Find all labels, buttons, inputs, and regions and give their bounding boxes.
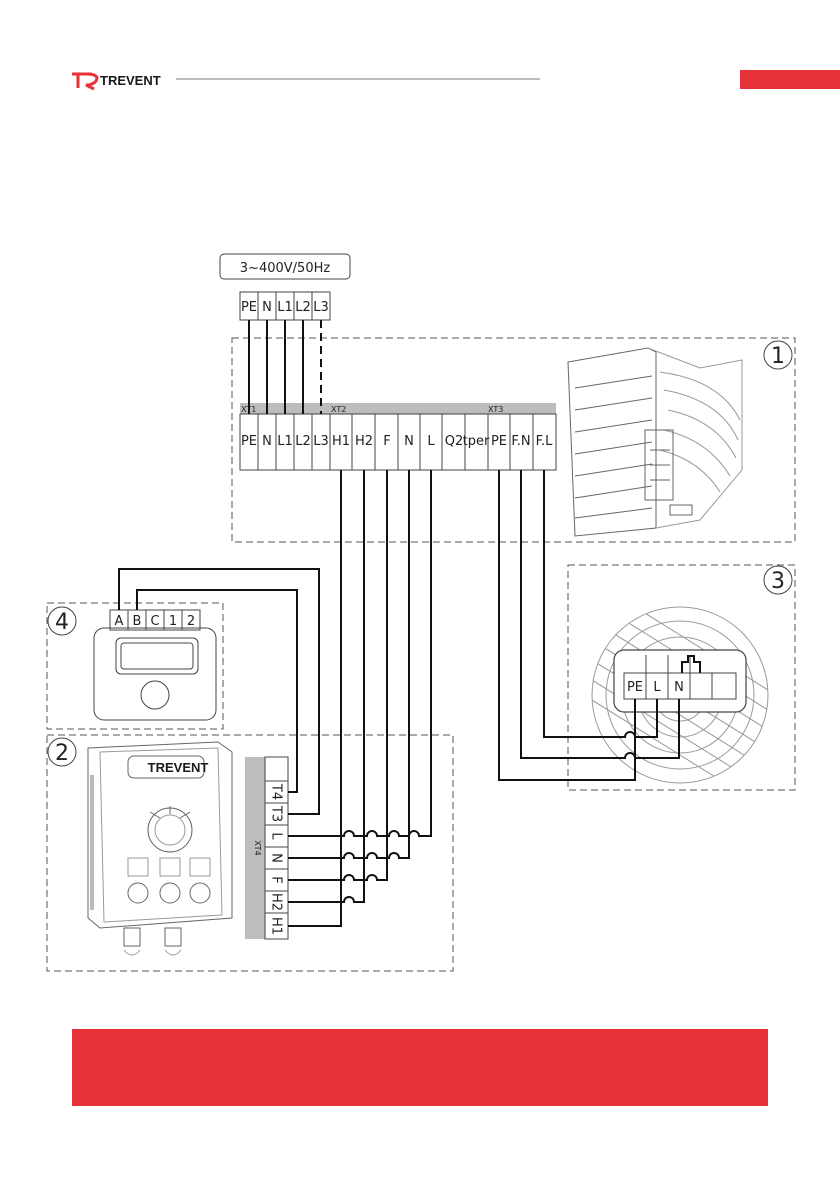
room-controller-terminal: 2: [187, 614, 195, 629]
control-box-brand: TREVENT: [148, 760, 209, 775]
xt1-terminal: L1: [277, 434, 293, 449]
fan-terminal: PE: [627, 680, 643, 695]
fan-terminal: L: [653, 680, 661, 695]
control-box-number: 2: [55, 741, 69, 766]
wire-f: [288, 470, 387, 880]
supply-label: 3~400V/50Hz: [240, 261, 331, 276]
xt2-terminal: H1: [332, 434, 350, 449]
supply-terminal: L1: [277, 300, 293, 315]
xt1-terminal: L2: [295, 434, 311, 449]
xt2-terminal: H2: [355, 434, 373, 449]
fan-terminal: N: [674, 680, 684, 695]
xt2-terminal: F: [383, 434, 390, 449]
xt2-terminal: N: [404, 434, 414, 449]
xt1-terminal: N: [262, 434, 272, 449]
supply-terminal: L2: [295, 300, 311, 315]
room-controller-number: 4: [55, 610, 69, 635]
xt2-terminal: L: [427, 434, 435, 449]
power-supply: 3~400V/50Hz PE N L1 L2 L3: [220, 254, 350, 320]
xt3-label: XT3: [488, 405, 503, 414]
xt3-terminal: PE: [491, 434, 507, 449]
room-controller-terminal: A: [115, 614, 124, 629]
extra-terminal: tper: [463, 434, 490, 449]
wire-n: [288, 470, 409, 858]
header-brand: TREVENT: [100, 73, 161, 88]
xt2-label: XT2: [331, 405, 346, 414]
xt4-terminal: T4: [269, 783, 284, 800]
wire-h2: [288, 470, 364, 902]
xt4-terminal: F: [269, 876, 284, 883]
xt3-terminal: F.L: [536, 434, 554, 449]
xt4-terminal: T3: [269, 805, 284, 822]
supply-terminal: N: [262, 300, 272, 315]
xt3-terminal: F.N: [511, 434, 530, 449]
wire-pe: [499, 470, 635, 780]
thermostat-icon: [94, 628, 216, 720]
header-accent-tab: [740, 70, 840, 89]
header: TREVENT: [72, 70, 840, 89]
xt4-terminal: L: [269, 832, 284, 840]
room-controller-terminal: 1: [169, 614, 177, 629]
xt4-terminal: H1: [269, 917, 284, 935]
fan-number: 3: [771, 569, 785, 594]
supply-terminal: PE: [241, 300, 257, 315]
footer-banner: [72, 1029, 768, 1106]
fan-section: 3 PE L N: [560, 560, 800, 830]
tr-logo-icon: [72, 74, 97, 89]
room-controller-section: 4 A B C 1 2: [47, 603, 223, 729]
xt4-terminal: N: [269, 853, 284, 863]
unit-section: 1 XT1 XT2 XT3 PE N L1 L2 L3 H1 H2 F N L …: [232, 338, 795, 542]
xt1-terminal: L3: [313, 434, 329, 449]
heater-unit-icon: [568, 348, 742, 536]
xt1-terminal: PE: [241, 434, 257, 449]
room-controller-terminal: B: [133, 614, 142, 629]
supply-terminal: L3: [313, 300, 329, 315]
extra-terminal: Q2: [445, 434, 464, 449]
unit-number: 1: [771, 344, 785, 369]
xt4-terminal: H2: [269, 893, 284, 911]
xt4-label: XT4: [253, 840, 262, 855]
room-controller-terminal: C: [150, 614, 159, 629]
